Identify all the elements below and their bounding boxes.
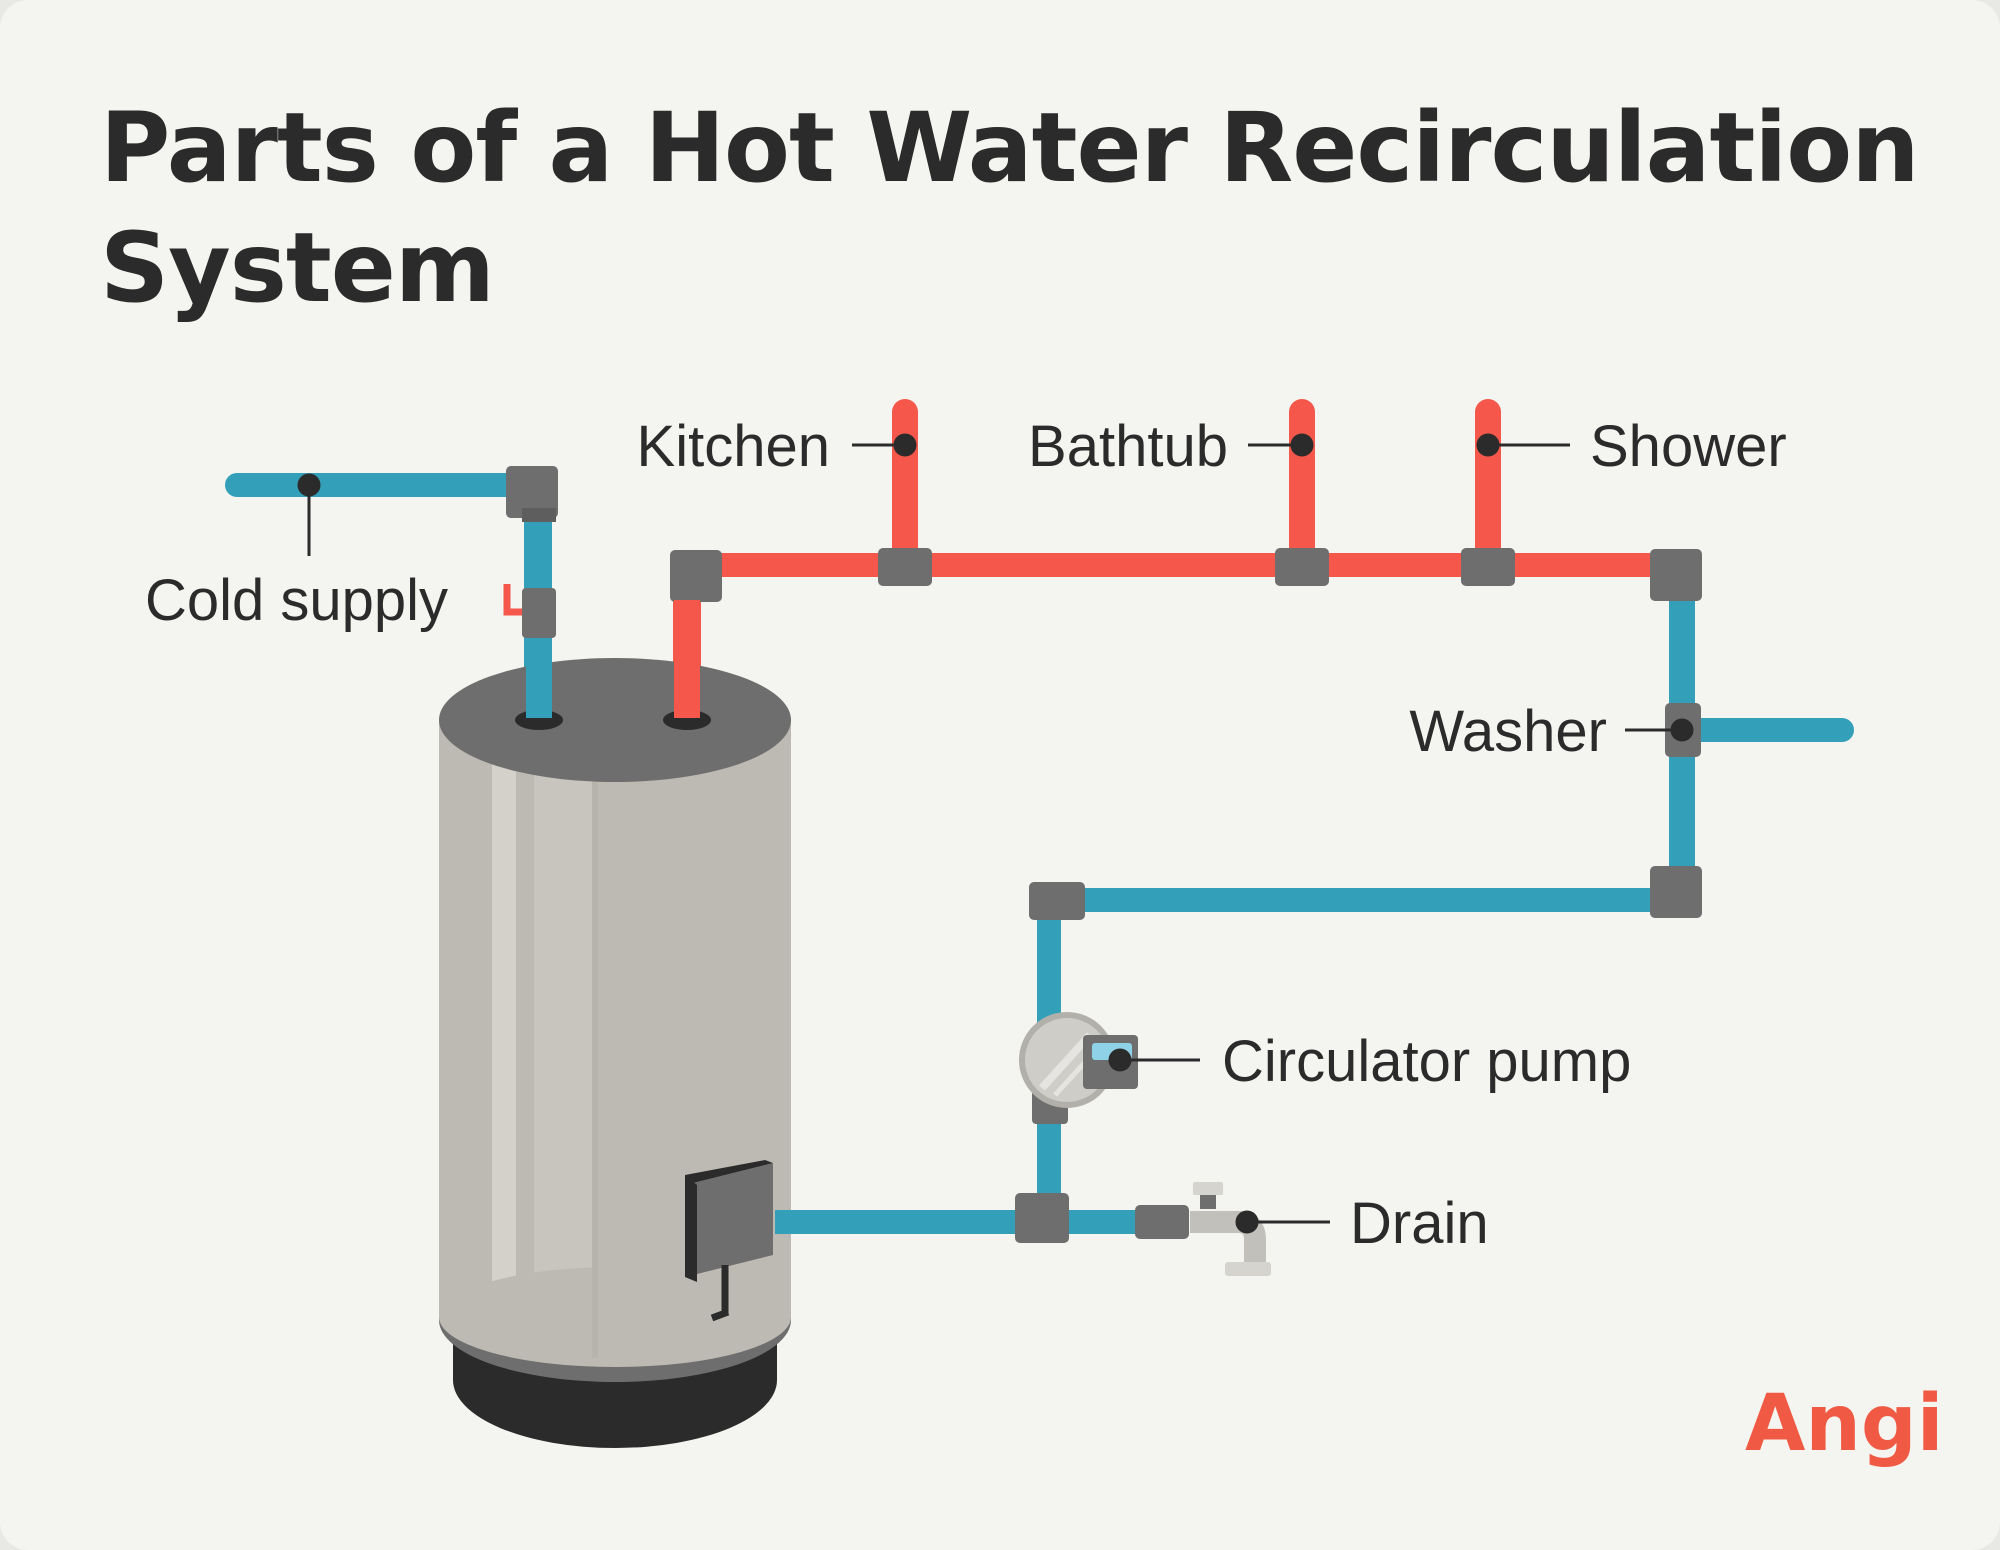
bathtub-tee-fitting [1275,548,1329,586]
label-bathtub: Bathtub [1028,414,1228,479]
callouts [297,433,1694,1234]
hot-supply-elbow [670,550,722,602]
return-elbow-bottom-right [1650,866,1702,918]
label-cold-supply: Cold supply [145,568,448,633]
return-pipe [770,549,1854,1243]
return-elbow-top-right [1650,549,1702,601]
cold-supply-elbow-drop [522,508,556,522]
cold-supply-elbow [506,466,558,518]
drain-stem [1200,1195,1216,1209]
label-drain: Drain [1350,1191,1489,1256]
drain-spout [1225,1262,1271,1276]
tank-stripe-shadow [592,718,598,1358]
label-washer: Washer [1409,699,1607,764]
return-tee-fitting [1015,1193,1069,1243]
shower-tee-fitting [1461,548,1515,586]
water-heater-tank [439,600,1015,1448]
label-circulator-pump: Circulator pump [1222,1029,1631,1094]
drain-handle [1193,1182,1223,1195]
kitchen-tee-fitting [878,548,932,586]
tank-control-box [685,1163,773,1277]
label-shower: Shower [1590,414,1787,479]
cold-supply-valve [522,588,556,638]
page-title: Parts of a Hot Water Recirculation Syste… [100,92,1920,324]
angi-logo: Angi [1745,1379,1943,1469]
valve-handle-icon [503,584,522,616]
drain-valve [1190,1182,1271,1276]
label-kitchen: Kitchen [637,414,830,479]
drain-coupling [1135,1205,1189,1239]
return-elbow-left [1029,882,1085,920]
